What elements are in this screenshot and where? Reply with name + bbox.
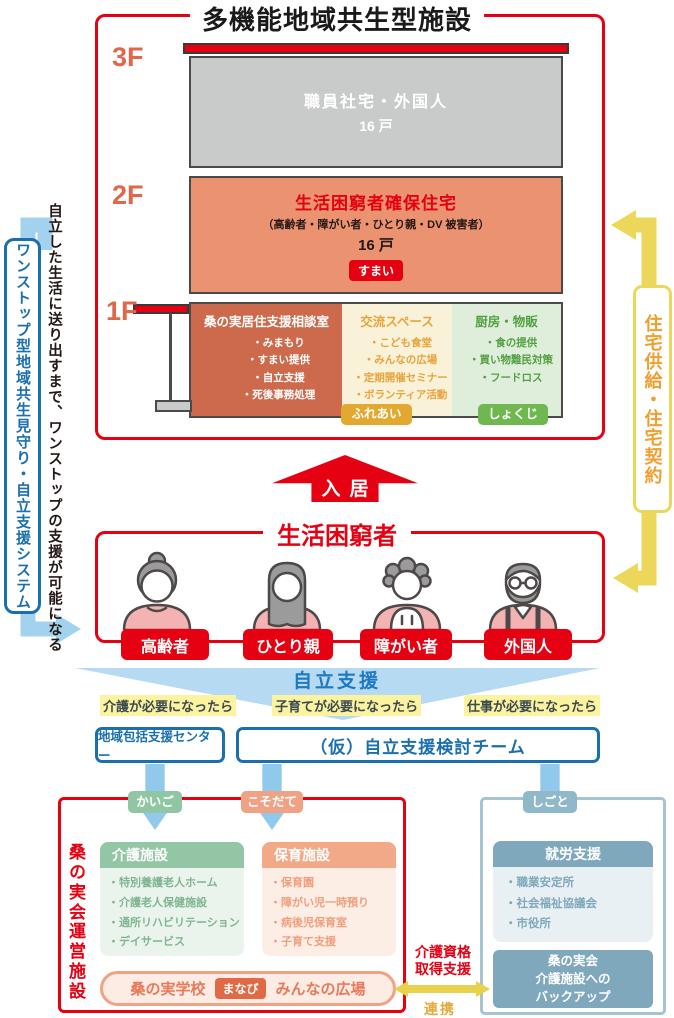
floor-label-3f: 3F [112, 42, 144, 72]
floor-1f-block: 桑の実居住支援相談室 ・みまもり ・すまい提供 ・自立支援 ・死後事務処理 交流… [189, 302, 563, 418]
floor-3f-title: 職員社宅・外国人 [303, 94, 448, 111]
move-in-up-arrow-icon: 入居 [272, 455, 418, 502]
consult-item: ・みまもり [252, 337, 305, 349]
floor-2f-block: 生活困窮者確保住宅 （高齢者・障がい者・ひとり親・DV 被害者） 16 戸 すま… [189, 176, 563, 294]
work-item: ・社会福祉協議会 [505, 897, 597, 910]
person-label-single-parent: ひとり親 [243, 629, 333, 660]
work-support-card: 就労支援 ・職業安定所 ・社会福祉協議会 ・市役所 [493, 841, 653, 942]
sumai-badge: すまい [348, 260, 403, 281]
consult-title: 桑の実居住支援相談室 [203, 315, 329, 329]
shigoto-badge: しごと [523, 791, 577, 813]
care-facility-card: 介護施設 ・特別養護老人ホーム ・介護老人保健施設 ・通所リハビリテーション ・… [100, 842, 244, 956]
manabi-badge: まなび [215, 978, 266, 999]
kitchen-item: ・食の提供 [484, 337, 538, 349]
support-title: 自立支援 [292, 671, 382, 692]
disabled-person-avatar-icon [372, 556, 442, 630]
one-stop-system-text: ワンストップ型地域共生見守り・自立支援システム [14, 242, 31, 610]
people-title: 生活困窮者 [263, 516, 411, 551]
one-stop-system-label: ワンストップ型地域共生見守り・自立支援システム [4, 238, 41, 614]
exchange-item: ・こども食堂 [369, 337, 432, 349]
single-parent-avatar-icon [252, 561, 322, 630]
exchange-title: 交流スペース [360, 315, 434, 329]
work-item: ・職業安定所 [505, 877, 574, 889]
plaza-name: みんなの広場 [275, 981, 366, 998]
floor-3f-block: 職員社宅・外国人 16 戸 [189, 56, 563, 168]
kitchen-item: ・買い物難民対策 [469, 354, 553, 367]
floor-label-1f: 1F [106, 296, 138, 326]
condition-childcare: 子育てが必要になったら [272, 695, 422, 716]
exchange-item: ・みんなの広場 [363, 354, 438, 367]
childcare-facility-title: 保育施設 [262, 842, 396, 868]
kaigo-badge: かいご [128, 791, 182, 813]
building-roof [183, 43, 569, 54]
kitchen-section: 厨房・物販 ・食の提供 ・買い物難民対策 ・フードロス [452, 304, 561, 416]
cooperation-text: 連携 [424, 1001, 456, 1017]
work-support-title: 就労支援 [493, 841, 653, 867]
exchange-section: 交流スペース ・こども食堂 ・みんなの広場 ・定期開催セミナー ・ボランティア活… [342, 304, 452, 416]
operator-name-vertical: 桑の実会 [66, 843, 85, 923]
fureai-badge: ふれあい [341, 404, 412, 425]
school-plaza-bar: 桑の実学校 まなび みんなの広場 [100, 971, 396, 1006]
community-support-center-box: 地域包括支援センター [95, 727, 225, 763]
childcare-facility-card: 保育施設 ・保育園 ・障がい児一時預り ・病後児保育室 ・子育て支援 [262, 842, 396, 956]
foreigner-avatar-icon [488, 562, 558, 630]
consult-item: ・死後事務処理 [241, 388, 316, 401]
support-team-box: （仮）自立支援検討チーム [236, 727, 600, 763]
cooperation-double-arrow-icon [394, 981, 490, 997]
consult-section: 桑の実居住支援相談室 ・みまもり ・すまい提供 ・自立支援 ・死後事務処理 [191, 304, 342, 416]
care-item: ・特別養護老人ホーム [108, 877, 218, 889]
entrance-pillar [169, 313, 172, 403]
floor-2f-units: 16 戸 [358, 237, 394, 254]
consult-item: ・すまい提供 [247, 354, 310, 367]
childcare-item: ・子育て支援 [270, 936, 336, 949]
one-stop-flow-arrow-icon [20, 217, 81, 644]
facility-title: 多機能地域共生型施設 [189, 0, 485, 37]
kitchen-title: 厨房・物販 [475, 315, 538, 329]
childcare-item: ・病後児保育室 [270, 916, 347, 929]
floor-2f-title: 生活困窮者確保住宅 [295, 194, 457, 213]
consult-item: ・自立支援 [252, 371, 305, 384]
housing-supply-label: 住宅供給・住宅契約 [633, 285, 672, 513]
care-item: ・通所リハビリテーション [108, 916, 240, 929]
exchange-item: ・ボランティア活動 [353, 388, 448, 401]
operator-type-vertical: 運営施設 [66, 922, 85, 1002]
work-item: ・市役所 [505, 918, 551, 931]
operator-facilities-box [58, 797, 406, 1013]
school-name: 桑の実学校 [130, 981, 206, 998]
care-item: ・介護老人保健施設 [108, 896, 207, 909]
qualification-support-text: 介護資格 取得支援 [415, 944, 471, 977]
entrance-base [155, 400, 192, 412]
person-label-disabled: 障がい者 [360, 629, 452, 660]
care-facility-title: 介護施設 [100, 842, 244, 868]
kosodate-badge: こそだて [241, 791, 303, 813]
elderly-avatar-icon [122, 551, 192, 630]
backup-box: 桑の実会 介護施設への バックアップ [493, 950, 653, 1008]
entrance-awning [133, 304, 189, 314]
person-label-foreigner: 外国人 [484, 629, 572, 660]
childcare-item: ・障がい児一時預り [270, 896, 369, 909]
condition-work: 仕事が必要になったら [464, 695, 601, 716]
person-label-elderly: 高齢者 [121, 629, 209, 660]
kitchen-item: ・フードロス [479, 371, 543, 384]
condition-care: 介護が必要になったら [100, 695, 237, 716]
floor-2f-subtitle: （高齢者・障がい者・ひとり親・DV 被害者） [262, 219, 490, 231]
childcare-item: ・保育園 [270, 877, 314, 889]
floor-label-2f: 2F [112, 180, 144, 210]
care-item: ・デイサービス [108, 936, 185, 949]
floor-3f-units: 16 戸 [359, 118, 393, 134]
shokuji-badge: しょくじ [478, 404, 548, 425]
left-note-text: 自立した生活に送り出すまで、ワンストップの支援が可能になる [46, 203, 62, 653]
exchange-item: ・定期開催セミナー [353, 371, 448, 384]
housing-supply-text: 住宅供給・住宅契約 [642, 313, 663, 485]
